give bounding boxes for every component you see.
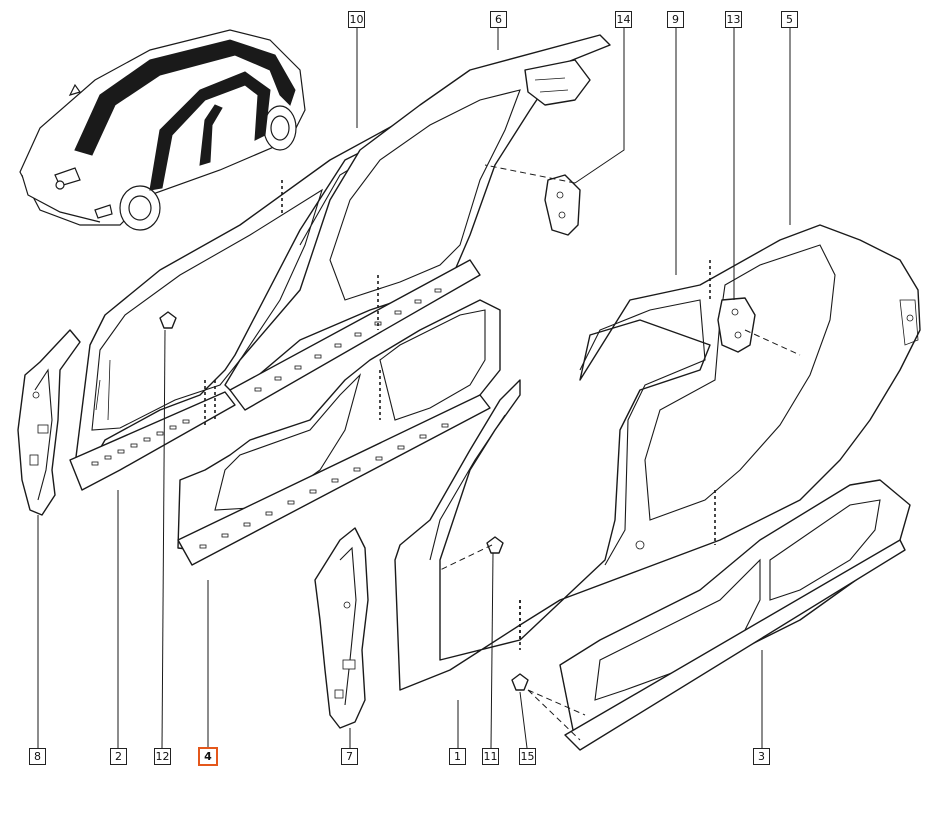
callout-5[interactable]: 5 (781, 11, 798, 28)
callout-10[interactable]: 10 (348, 11, 365, 28)
callout-8[interactable]: 8 (29, 748, 46, 765)
part-13-bracket (717, 297, 756, 353)
callout-2[interactable]: 2 (110, 748, 127, 765)
callout-15[interactable]: 15 (519, 748, 536, 765)
part-9-body-side-outer (394, 224, 921, 691)
callout-6[interactable]: 6 (490, 11, 507, 28)
part-8-front-pillar-reinforcement (17, 329, 81, 516)
part-4-inner-sill-reinforcement (177, 299, 501, 566)
callout-1[interactable]: 1 (449, 748, 466, 765)
part-14-bracket (544, 174, 581, 236)
callout-12[interactable]: 12 (154, 748, 171, 765)
part-11-bolt (486, 536, 504, 554)
part-15-bolt (511, 673, 529, 691)
callout-3[interactable]: 3 (753, 748, 770, 765)
leader-lines (37, 27, 801, 749)
part-10-outer-side-panel-front (69, 92, 451, 491)
part-12-bolt (159, 311, 177, 329)
part-6-inner-side-panel (214, 34, 611, 420)
part-7-b-pillar-reinforcement (314, 527, 369, 729)
callout-4-selected[interactable]: 4 (198, 747, 218, 766)
callout-14[interactable]: 14 (615, 11, 632, 28)
callout-9[interactable]: 9 (667, 11, 684, 28)
callout-13[interactable]: 13 (725, 11, 742, 28)
vehicle-overview-illustration (19, 29, 306, 231)
part-3-rear-sill-panel (519, 479, 911, 751)
callout-11[interactable]: 11 (482, 748, 499, 765)
callout-7[interactable]: 7 (341, 748, 358, 765)
